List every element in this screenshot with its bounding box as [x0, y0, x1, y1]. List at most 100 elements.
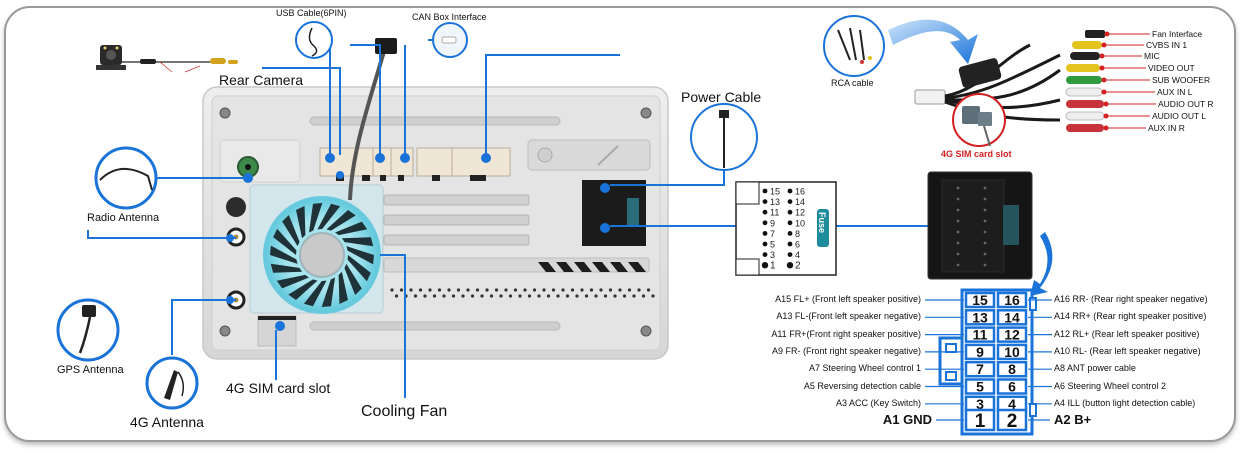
- fuse-label: Fuse: [817, 212, 827, 233]
- rca-harness-icon: [914, 30, 1105, 132]
- pin-box: [996, 309, 1028, 326]
- rca-output-label: MIC: [1144, 51, 1160, 61]
- fuse-pin-dot: [787, 199, 793, 205]
- vent-hole: [409, 288, 413, 292]
- pinout-arrow-icon: [1030, 232, 1053, 296]
- connector-pin: [956, 208, 960, 212]
- vent-hole: [556, 294, 560, 298]
- pin-box: [964, 378, 996, 395]
- rca-cable-label: RCA cable: [831, 78, 874, 88]
- pin-box: [996, 326, 1028, 343]
- rca-sim-label: 4G SIM card slot: [941, 149, 1012, 159]
- vent-hole: [451, 294, 456, 298]
- vent-hole: [442, 294, 446, 298]
- vent-hole: [546, 294, 551, 298]
- connector-pin: [983, 208, 987, 212]
- fan-blade: [288, 279, 318, 301]
- vent-hole: [537, 294, 541, 298]
- power-cable-circle: [690, 103, 758, 171]
- pin-left-label: A15 FL+ (Front left speaker positive): [775, 294, 921, 304]
- rca-output-label: AUX IN R: [1148, 123, 1185, 133]
- vent-hole: [551, 288, 556, 292]
- 4g-antenna-label: 4G Antenna: [130, 414, 204, 430]
- fuse-pin-number: 9: [770, 218, 775, 228]
- fuse-pin-dot: [787, 220, 793, 226]
- power-cable-label: Power Cable: [681, 89, 762, 105]
- vent-hole: [622, 294, 627, 298]
- radio-antenna-label: Radio Antenna: [87, 212, 160, 224]
- pin-right-label: A12 RL+ (Rear left speaker positive): [1054, 328, 1200, 339]
- vent-hole: [508, 294, 513, 298]
- connector-pin: [983, 219, 987, 223]
- pin-number: 1: [975, 411, 986, 432]
- fuse-pin-number: 1: [770, 261, 776, 272]
- vent-hole: [561, 288, 565, 292]
- fuse-pin-number: 8: [795, 229, 800, 239]
- vent-hole: [494, 288, 499, 292]
- connector-pin: [956, 197, 960, 201]
- sim-slot-label: 4G SIM card slot: [226, 380, 331, 396]
- fan-blade: [270, 263, 303, 273]
- fuse-pin-number: 11: [770, 208, 779, 218]
- fuse-pin-dot: [787, 231, 793, 236]
- pin-number: 12: [1004, 327, 1020, 343]
- pin-right-label: A8 ANT power cable: [1054, 363, 1136, 374]
- vent-hole: [394, 294, 399, 298]
- rear-camera-label: Rear Camera: [219, 72, 304, 88]
- connector-pin: [983, 241, 987, 245]
- rca-sim-circle: [952, 93, 1006, 147]
- vent-hole: [651, 294, 655, 298]
- fan-blade: [309, 203, 323, 233]
- rca-output-label: AUX IN L: [1157, 87, 1193, 97]
- fan-blade: [344, 263, 362, 296]
- connector-pin: [983, 186, 987, 190]
- pin-number: 9: [976, 344, 984, 360]
- connector-pin: [956, 230, 960, 234]
- vent-hole: [390, 288, 394, 292]
- pin-right-label: A14 RR+ (Rear right speaker positive): [1054, 311, 1207, 322]
- pin-left-label: A13 FL-(Front left speaker negative): [776, 311, 921, 322]
- fan-blade: [273, 228, 297, 255]
- vent-hole: [527, 294, 532, 298]
- vent-hole: [603, 294, 608, 298]
- pin-number: 5: [976, 379, 984, 395]
- vent-hole: [428, 288, 432, 292]
- fuse-pin-dot: [786, 262, 794, 269]
- pin-right-label: A10 RL- (Rear left speaker negative): [1054, 345, 1201, 356]
- vent-hole: [432, 294, 437, 298]
- pin-box: [964, 360, 996, 378]
- fan-blade: [341, 237, 374, 247]
- vent-hole: [641, 294, 646, 298]
- vent-hole: [423, 294, 427, 298]
- vent-hole: [399, 288, 404, 292]
- fuse-pin-number: 13: [770, 197, 780, 207]
- fan-blade: [282, 214, 300, 247]
- fan-blade: [321, 277, 335, 307]
- pin-box: [996, 360, 1028, 378]
- vent-hole: [466, 288, 470, 292]
- pin-number: 2: [1007, 411, 1018, 432]
- fan-blade: [270, 245, 298, 264]
- pin-box: [964, 408, 996, 432]
- vent-hole: [499, 294, 503, 298]
- fuse-pin-dot: [762, 199, 768, 205]
- vent-hole: [589, 288, 594, 292]
- fuse-pin-dot: [761, 262, 769, 269]
- gps-antenna-label: GPS Antenna: [57, 364, 124, 376]
- rca-output-label: AUDIO OUT L: [1152, 111, 1207, 121]
- rca-output-label: CVBS IN 1: [1146, 40, 1188, 50]
- pin-left-label: A11 FR+(Front right speaker positive): [771, 328, 921, 339]
- fan-blade: [338, 271, 348, 304]
- fan-blade: [276, 274, 309, 289]
- vent-hole: [570, 288, 575, 292]
- vent-hole: [470, 294, 475, 298]
- pin-number: 10: [1004, 344, 1020, 360]
- pin-left-label: A9 FR- (Front right speaker negative): [771, 345, 921, 356]
- cooling-fan-label: Cooling Fan: [361, 403, 448, 420]
- pin-box: [996, 378, 1028, 395]
- rca-arrow-icon: [888, 19, 978, 64]
- pin-number: 8: [1008, 361, 1016, 377]
- rear-camera-icon: [96, 45, 238, 73]
